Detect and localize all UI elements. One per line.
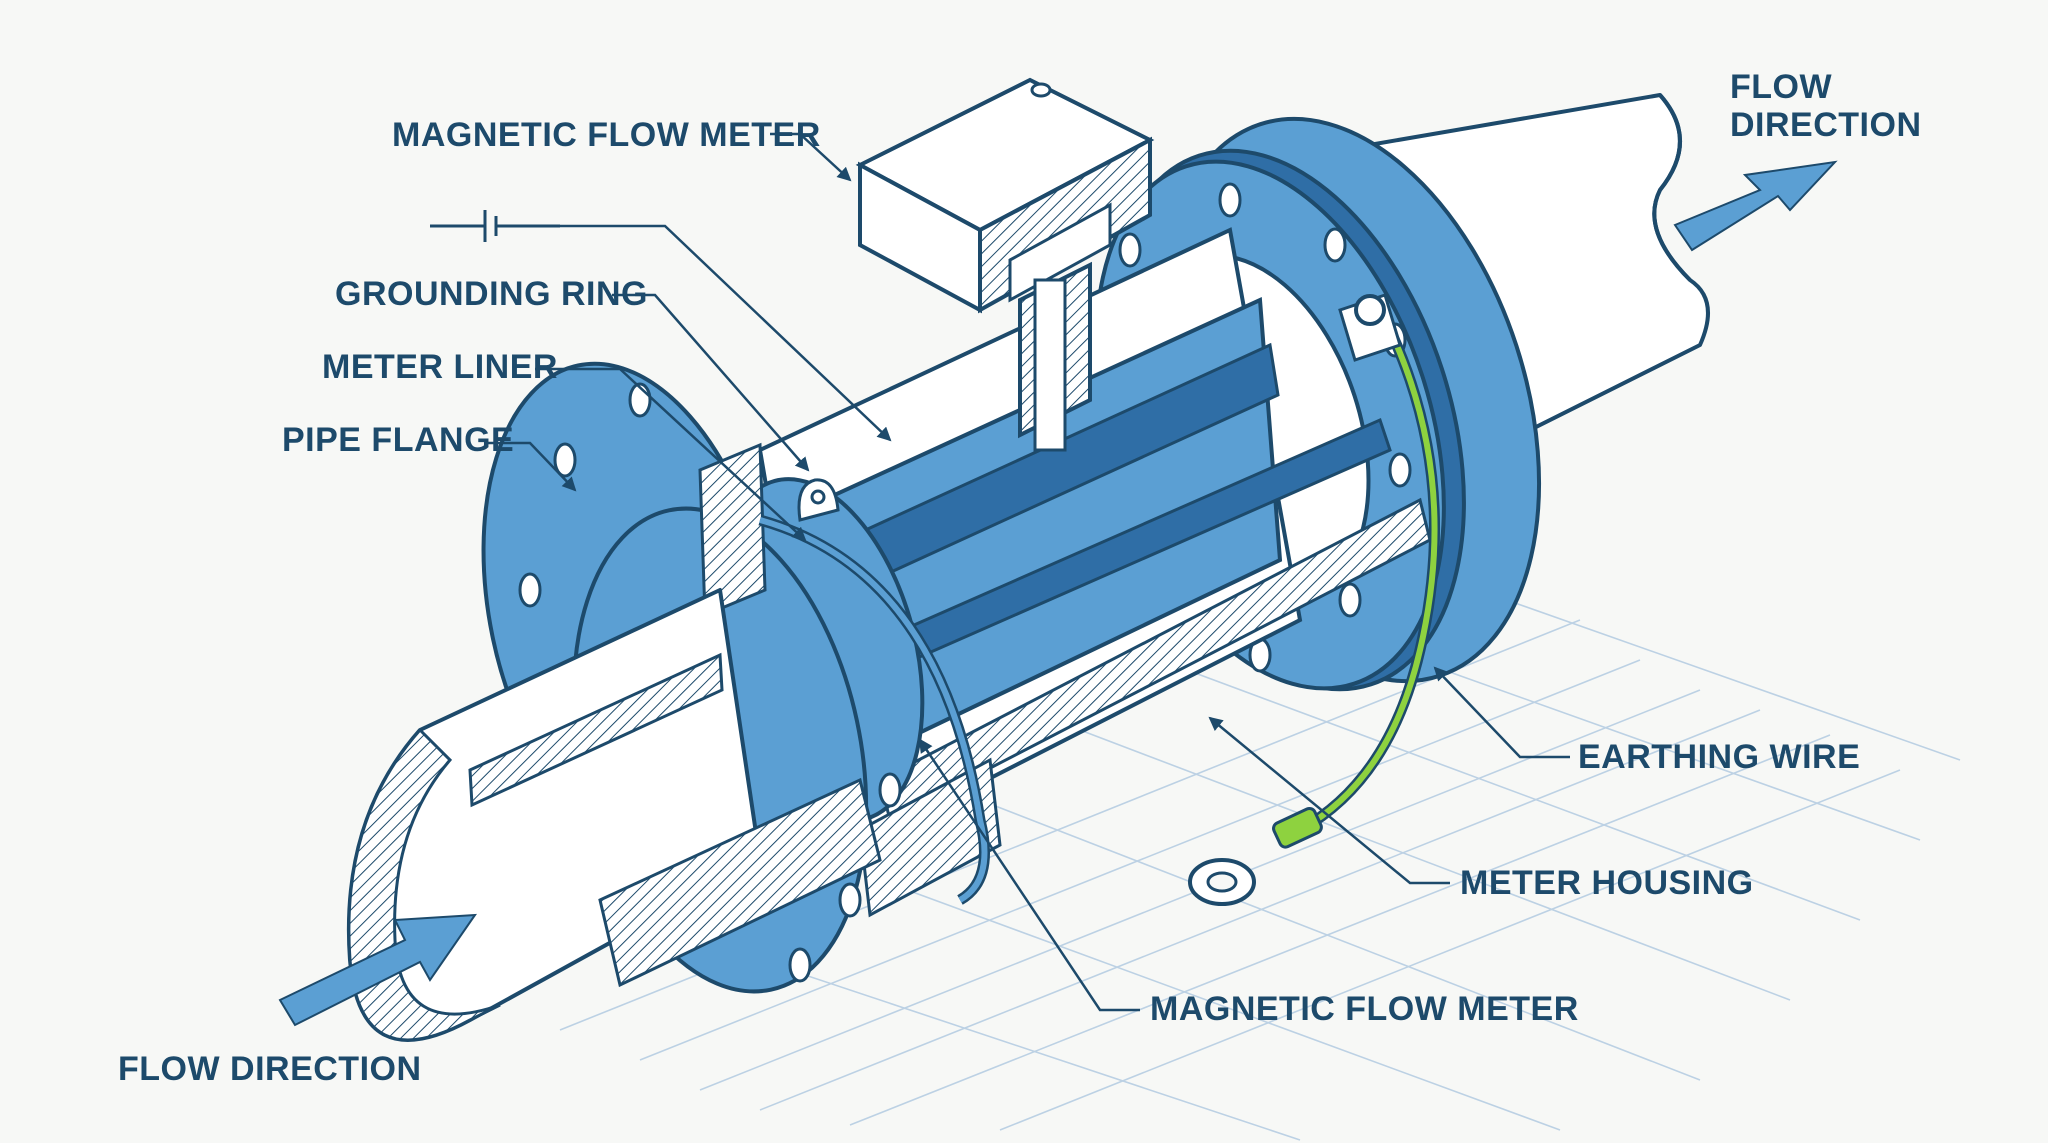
battery-symbol-icon bbox=[430, 210, 560, 242]
label-meter-liner: METER LINER bbox=[322, 348, 558, 386]
label-flow-out-line1: FLOW bbox=[1730, 68, 1833, 106]
grounding-ring bbox=[758, 478, 990, 905]
label-grounding-ring: GROUNDING RING bbox=[335, 275, 648, 313]
outlet-flow-arrow-icon bbox=[1673, 160, 1838, 252]
leader-lines bbox=[488, 132, 1570, 1012]
inlet-flow-arrow-icon bbox=[278, 913, 477, 1027]
label-flow-direction-out: FLOW DIRECTION bbox=[1730, 68, 1922, 144]
label-earthing-wire: EARTHING WIRE bbox=[1578, 738, 1861, 776]
earthing-wire bbox=[1188, 293, 1441, 906]
label-magnetic-flow-meter-top: MAGNETIC FLOW METER bbox=[392, 116, 821, 154]
floor-grid bbox=[559, 519, 1961, 1141]
label-meter-housing: METER HOUSING bbox=[1460, 864, 1754, 902]
label-pipe-flange: PIPE FLANGE bbox=[282, 421, 515, 459]
transmitter-head bbox=[855, 77, 1155, 452]
label-magnetic-flow-meter-bottom: MAGNETIC FLOW METER bbox=[1150, 990, 1579, 1028]
label-flow-direction-in: FLOW DIRECTION bbox=[118, 1050, 422, 1088]
label-flow-out-line2: DIRECTION bbox=[1730, 106, 1922, 145]
